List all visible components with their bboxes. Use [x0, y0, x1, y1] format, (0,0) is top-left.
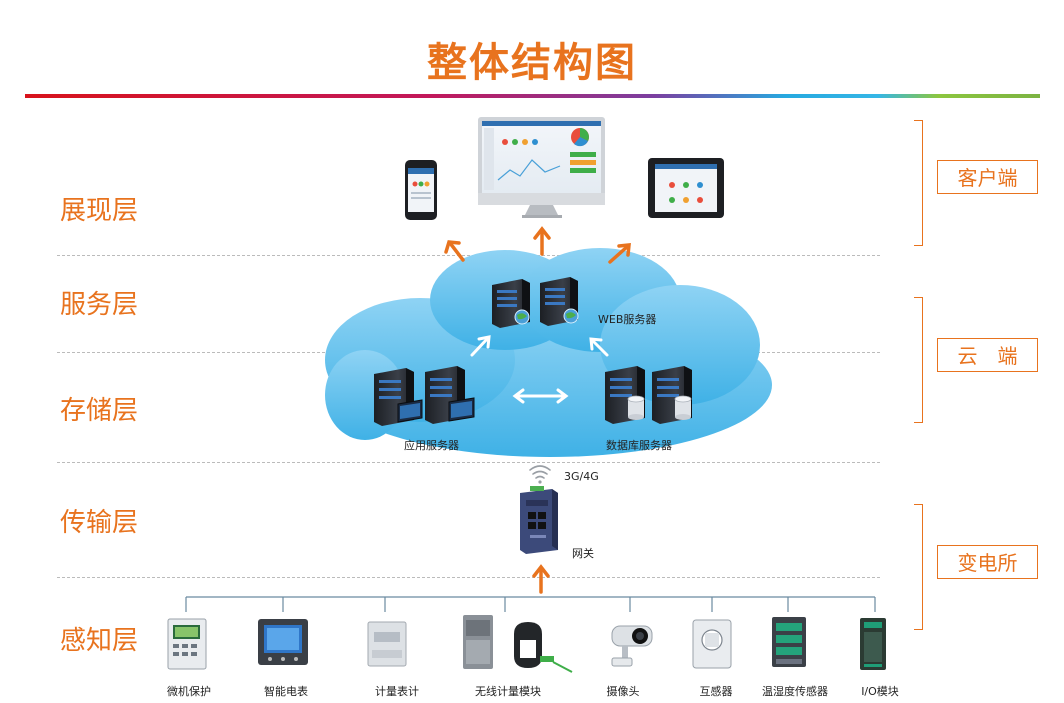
arrow-to-tablet	[608, 243, 631, 264]
layer-label-perception: 感知层	[60, 626, 139, 656]
web-server-icon	[492, 279, 530, 328]
app-server-label: 应用服务器	[404, 439, 459, 452]
region-bracket-client	[914, 120, 923, 246]
wireless-metering-module-icon	[463, 615, 573, 673]
cloud-shape	[325, 248, 772, 457]
device-label: 互感器	[699, 685, 733, 698]
device-label: I/O模块	[861, 685, 899, 698]
arrow-to-monitor	[533, 226, 551, 256]
wireless-signal-icon	[529, 465, 551, 484]
layer-label-transport: 传输层	[60, 508, 139, 538]
layer-label-presentation: 展现层	[60, 196, 139, 226]
layer-label-storage: 存储层	[60, 396, 139, 426]
arrow-app-to-web	[470, 335, 491, 357]
web-server-label: WEB服务器	[598, 313, 657, 326]
title-underline	[25, 94, 1040, 98]
database-server-icon	[605, 366, 645, 424]
region-bracket-cloud	[914, 297, 923, 423]
region-substation: 变电所	[937, 545, 1038, 579]
device-label: 智能电表	[264, 685, 308, 698]
layer-divider	[57, 577, 880, 578]
arrow-app-db-bidirectional	[512, 388, 569, 404]
app-server-icon	[425, 366, 475, 424]
device-bus-line	[185, 596, 876, 612]
tablet-icon	[648, 158, 724, 218]
camera-icon	[611, 625, 653, 667]
layer-label-service: 服务层	[60, 290, 139, 320]
layer-divider	[57, 255, 880, 256]
smartphone-icon	[405, 160, 437, 220]
temp-humidity-sensor-icon	[772, 617, 806, 667]
current-transformer-icon	[692, 619, 732, 669]
smart-meter-icon	[258, 619, 308, 665]
page-title: 整体结构图	[427, 40, 637, 86]
app-server-icon	[374, 368, 423, 426]
device-label: 无线计量模块	[475, 685, 541, 698]
arrow-to-phone	[444, 240, 465, 262]
database-server-label: 数据库服务器	[606, 439, 672, 452]
device-label: 微机保护	[167, 685, 211, 698]
device-label: 计量表计	[375, 685, 419, 698]
arrow-db-to-web	[589, 337, 609, 357]
device-label: 摄像头	[606, 685, 640, 698]
metering-meter-icon	[367, 621, 407, 667]
web-server-icon	[540, 277, 579, 326]
region-cloud: 云 端	[937, 338, 1038, 372]
device-label: 温湿度传感器	[762, 685, 828, 698]
region-bracket-substation	[914, 504, 923, 630]
database-server-icon	[652, 366, 692, 424]
gateway-label: 网关	[572, 547, 594, 560]
layer-divider	[57, 462, 880, 463]
io-module-icon	[860, 618, 886, 670]
gateway-device-icon	[520, 486, 558, 554]
desktop-monitor-icon	[478, 117, 605, 218]
arrow-to-gateway	[532, 564, 550, 594]
relay-protection-icon	[167, 618, 207, 670]
region-client: 客户端	[937, 160, 1038, 194]
wireless-label: 3G/4G	[564, 470, 599, 483]
